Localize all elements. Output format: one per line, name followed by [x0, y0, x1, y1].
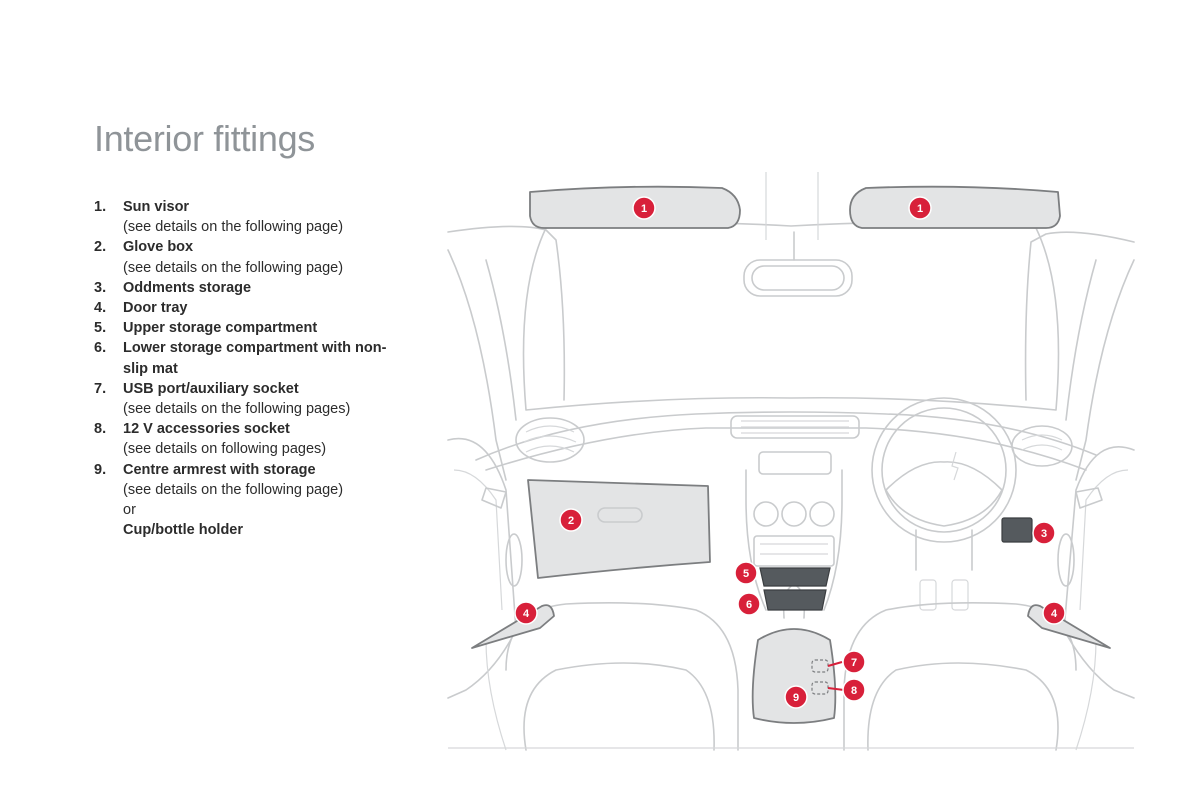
callout-2: 2: [559, 508, 583, 532]
legend-number: 8.: [94, 421, 107, 438]
legend-label: Oddments storage: [123, 279, 252, 296]
legend-item: 7. USB port/auxiliary socket (see detail…: [94, 379, 394, 419]
legend-list: 1. Sun visor (see details on the followi…: [94, 197, 394, 540]
leader-lines: [827, 661, 845, 691]
legend-label: USB port/auxiliary socket: [123, 380, 299, 397]
legend-number: 4.: [94, 300, 107, 317]
oddments-storage: [1001, 517, 1033, 543]
callout-4-right: 4: [1042, 601, 1066, 625]
callout-number: 2: [568, 515, 574, 527]
car-interior-diagram: 1 1 2 3 4 4 5 6 7 8 9: [447, 172, 1135, 751]
legend-number: 5.: [94, 320, 107, 337]
callout-4-left: 4: [514, 601, 538, 625]
callout-8: 8: [842, 678, 866, 702]
legend-item: 1. Sun visor (see details on the followi…: [94, 197, 394, 237]
legend-label: 12 V accessories socket: [123, 421, 290, 438]
callout-number: 7: [851, 657, 857, 669]
legend-note: (see details on the following pages): [123, 401, 351, 418]
legend-label: Lower storage compartment with non-slip …: [123, 340, 387, 377]
legend-number: 6.: [94, 340, 107, 357]
door-tray-left: [471, 604, 555, 649]
legend-note: (see details on the following page): [123, 259, 344, 276]
callout-1-right: 1: [908, 196, 932, 220]
callout-number: 5: [743, 568, 749, 580]
callout-9: 9: [784, 685, 808, 709]
legend-item: 3. Oddments storage: [94, 278, 394, 298]
legend-label: Door tray: [123, 300, 188, 317]
legend-item: 9. Centre armrest with storage (see deta…: [94, 460, 394, 541]
legend-note: (see details on the following page): [123, 219, 344, 236]
legend-label: Sun visor: [123, 199, 190, 215]
legend-label: Glove box: [123, 239, 194, 256]
highlighted-parts: [471, 185, 1111, 724]
callout-number: 1: [917, 203, 923, 215]
legend-number: 3.: [94, 279, 107, 296]
sun-visor-right: [849, 185, 1061, 229]
centre-armrest: [751, 628, 837, 724]
legend-label: Upper storage compartment: [123, 320, 318, 337]
legend-number: 1.: [94, 199, 107, 215]
legend-alt-label: Cup/bottle holder: [123, 522, 244, 539]
callout-number: 4: [523, 608, 530, 620]
glove-box-handle: [597, 507, 643, 523]
callout-6: 6: [737, 592, 761, 616]
legend-note: (see details on following pages): [123, 441, 327, 458]
legend-item: 8. 12 V accessories socket (see details …: [94, 419, 394, 459]
callout-number: 9: [793, 692, 799, 704]
callout-number: 3: [1041, 528, 1047, 540]
glove-box: [527, 479, 711, 579]
legend-label: Centre armrest with storage: [123, 461, 316, 478]
legend-note: (see details on the following page): [123, 481, 344, 498]
callout-number: 6: [746, 599, 752, 611]
callout-5: 5: [734, 561, 758, 585]
callout-3: 3: [1032, 521, 1056, 545]
legend-item: 6. Lower storage compartment with non-sl…: [94, 338, 394, 378]
legend-item: 5. Upper storage compartment: [94, 318, 394, 338]
legend-number: 7.: [94, 380, 107, 397]
legend-item: 2. Glove box (see details on the followi…: [94, 237, 394, 277]
page-title: Interior fittings: [94, 118, 315, 159]
callout-number: 4: [1051, 608, 1058, 620]
lower-storage-compartment: [763, 589, 827, 611]
legend-item: 4. Door tray: [94, 298, 394, 318]
callout-number: 8: [851, 685, 857, 697]
legend-or: or: [123, 502, 136, 519]
callout-number: 1: [641, 203, 647, 215]
legend-number: 2.: [94, 239, 107, 256]
callout-1-left: 1: [632, 196, 656, 220]
legend-number: 9.: [94, 461, 107, 478]
upper-storage-compartment: [759, 567, 831, 587]
door-tray-right: [1027, 604, 1111, 649]
callout-7: 7: [842, 650, 866, 674]
